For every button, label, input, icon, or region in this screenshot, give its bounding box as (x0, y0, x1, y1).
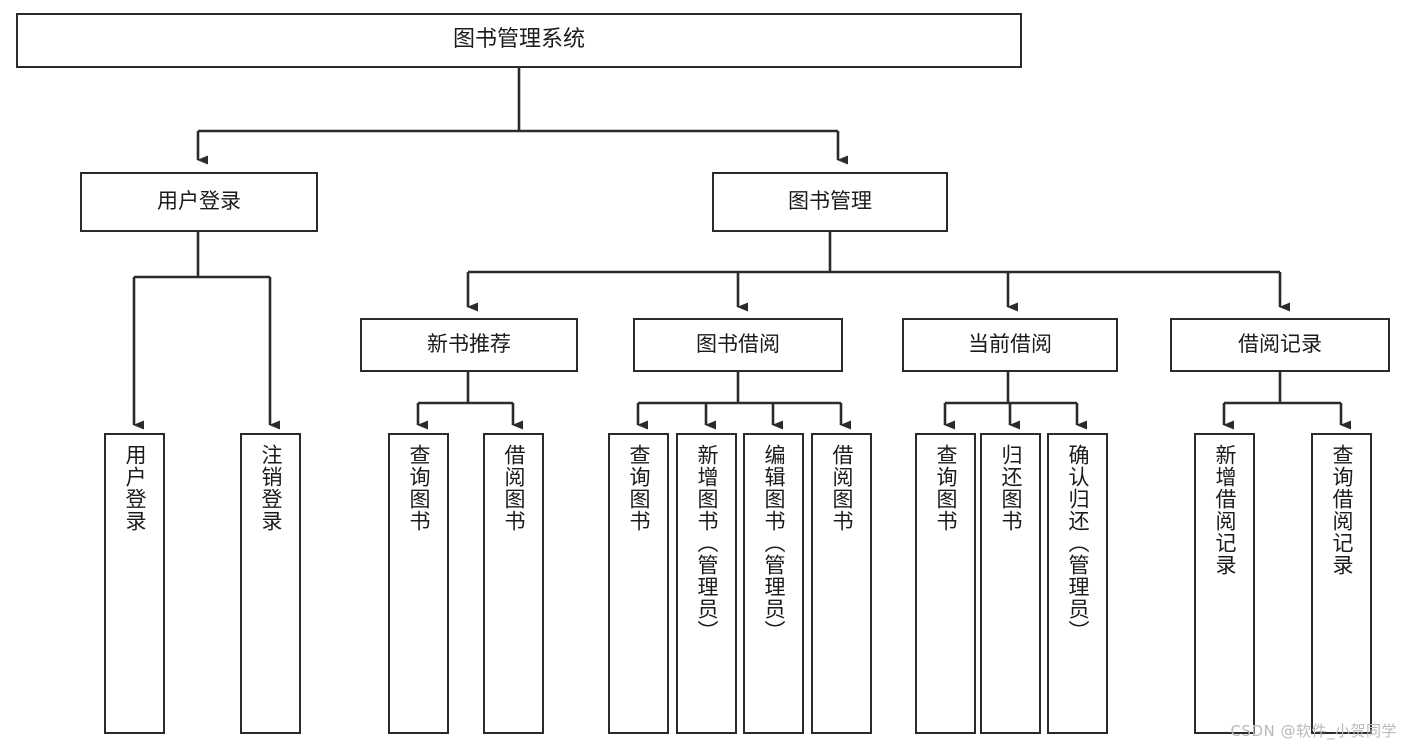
node-book-borrow[interactable]: 图书借阅 (633, 318, 843, 372)
leaf-logout[interactable]: 注销登录 (240, 433, 301, 734)
leaf-confirm-return-admin-label: 确认归还（管理员） (1066, 444, 1090, 642)
csdn-watermark: CSDN @软件_小贺同学 (1230, 722, 1397, 740)
node-user-login-label: 用户登录 (157, 189, 241, 214)
leaf-borrow-book-recommendation[interactable]: 借阅图书 (483, 433, 544, 734)
node-user-login[interactable]: 用户登录 (80, 172, 318, 232)
leaf-return-book-label: 归还图书 (999, 444, 1023, 532)
leaf-user-login-label: 用户登录 (123, 444, 147, 532)
leaf-edit-book-admin-label: 编辑图书（管理员） (762, 444, 786, 642)
node-current-borrow-label: 当前借阅 (968, 332, 1052, 357)
leaf-borrow-book[interactable]: 借阅图书 (811, 433, 872, 734)
leaf-return-book[interactable]: 归还图书 (980, 433, 1041, 734)
leaf-add-book-admin-label: 新增图书（管理员） (695, 444, 719, 642)
leaf-confirm-return-admin[interactable]: 确认归还（管理员） (1047, 433, 1108, 734)
leaf-logout-label: 注销登录 (259, 444, 283, 532)
leaf-add-borrow-record-label: 新增借阅记录 (1213, 444, 1237, 576)
leaf-query-book-current[interactable]: 查询图书 (915, 433, 976, 734)
leaf-edit-book-admin[interactable]: 编辑图书（管理员） (743, 433, 804, 734)
leaf-borrow-book-recommendation-label: 借阅图书 (502, 444, 526, 532)
leaf-query-borrow-record[interactable]: 查询借阅记录 (1311, 433, 1372, 734)
node-new-book-recommendation-label: 新书推荐 (427, 332, 511, 357)
leaf-user-login[interactable]: 用户登录 (104, 433, 165, 734)
leaf-borrow-book-label: 借阅图书 (830, 444, 854, 532)
leaf-query-book-recommendation-label: 查询图书 (407, 444, 431, 532)
node-new-book-recommendation[interactable]: 新书推荐 (360, 318, 578, 372)
node-root-label: 图书管理系统 (452, 27, 585, 53)
node-borrow-record[interactable]: 借阅记录 (1170, 318, 1390, 372)
leaf-query-book-borrow-label: 查询图书 (627, 444, 651, 532)
node-book-management[interactable]: 图书管理 (712, 172, 948, 232)
node-root-book-management-system[interactable]: 图书管理系统 (16, 13, 1022, 68)
node-current-borrow[interactable]: 当前借阅 (902, 318, 1118, 372)
leaf-query-book-recommendation[interactable]: 查询图书 (388, 433, 449, 734)
node-borrow-record-label: 借阅记录 (1238, 332, 1322, 357)
node-book-management-label: 图书管理 (788, 189, 872, 214)
leaf-query-borrow-record-label: 查询借阅记录 (1330, 444, 1354, 576)
leaf-add-book-admin[interactable]: 新增图书（管理员） (676, 433, 737, 734)
leaf-query-book-borrow[interactable]: 查询图书 (608, 433, 669, 734)
leaf-query-book-current-label: 查询图书 (934, 444, 958, 532)
leaf-add-borrow-record[interactable]: 新增借阅记录 (1194, 433, 1255, 734)
node-book-borrow-label: 图书借阅 (696, 332, 780, 357)
